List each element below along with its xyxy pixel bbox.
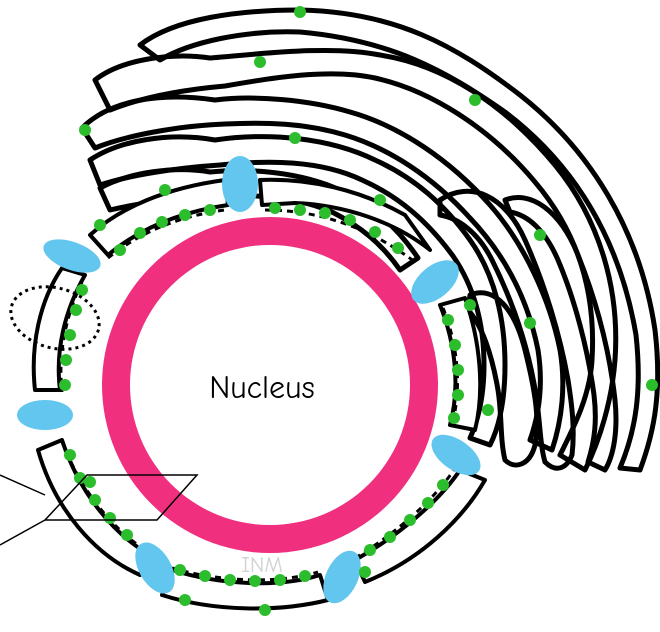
ribosome-icon [64, 449, 76, 461]
ribosome-icon [646, 379, 658, 391]
ribosome-icon [179, 594, 191, 606]
ribosome-icon [442, 314, 454, 326]
ribosome-icon [76, 284, 88, 296]
ribosome-icon [344, 214, 356, 226]
ribosome-icon [422, 497, 434, 509]
ribosome-icon [452, 389, 464, 401]
ribosome-icon [94, 219, 106, 231]
ribosome-icon [384, 531, 396, 543]
nuclear-pore-icon [222, 156, 258, 212]
nuclear-pore-icon [17, 400, 73, 430]
ribosome-icon [437, 479, 449, 491]
ribosome-icon [64, 329, 76, 341]
ribosome-icon [404, 514, 416, 526]
ribosome-icon [114, 244, 126, 256]
ribosome-icon [254, 56, 266, 68]
inm-label: INM [241, 552, 283, 578]
ribosome-icon [392, 242, 404, 254]
ribosome-icon [294, 6, 306, 18]
ribosome-icon [464, 299, 476, 311]
ribosome-icon [524, 317, 536, 329]
ribosome-icon [364, 544, 376, 556]
ribosome-icon [299, 570, 311, 582]
ribosome-icon [259, 604, 271, 616]
ribosome-icon [174, 564, 186, 576]
ribosome-icon [199, 570, 211, 582]
ribosome-icon [60, 354, 72, 366]
ribosome-icon [294, 204, 306, 216]
ribosome-icon [156, 216, 168, 228]
ribosome-icon [448, 412, 460, 424]
ribosome-icon [70, 304, 82, 316]
ribosome-icon [84, 476, 96, 488]
ribosome-icon [534, 229, 546, 241]
ribosome-icon [121, 529, 133, 541]
ribosome-icon [269, 202, 281, 214]
ribosome-icon [469, 94, 481, 106]
ribosome-icon [204, 204, 216, 216]
ribosome-icon [359, 566, 371, 578]
ribosome-icon [79, 124, 91, 136]
ribosome-icon [179, 209, 191, 221]
ribosome-icon [369, 226, 381, 238]
nucleus-label: Nucleus [209, 369, 315, 406]
ribosome-icon [452, 364, 464, 376]
ribosome-icon [159, 184, 171, 196]
ribosome-icon [449, 339, 461, 351]
ribosome-icon [59, 379, 71, 391]
ribosome-icon [224, 574, 236, 586]
ribosome-icon [104, 512, 116, 524]
ribosome-icon [134, 227, 146, 239]
ribosome-icon [374, 194, 386, 206]
ribosome-icon [289, 132, 301, 144]
ribosome-icon [319, 207, 331, 219]
ribosome-icon [89, 494, 101, 506]
ribosome-icon [482, 404, 494, 416]
